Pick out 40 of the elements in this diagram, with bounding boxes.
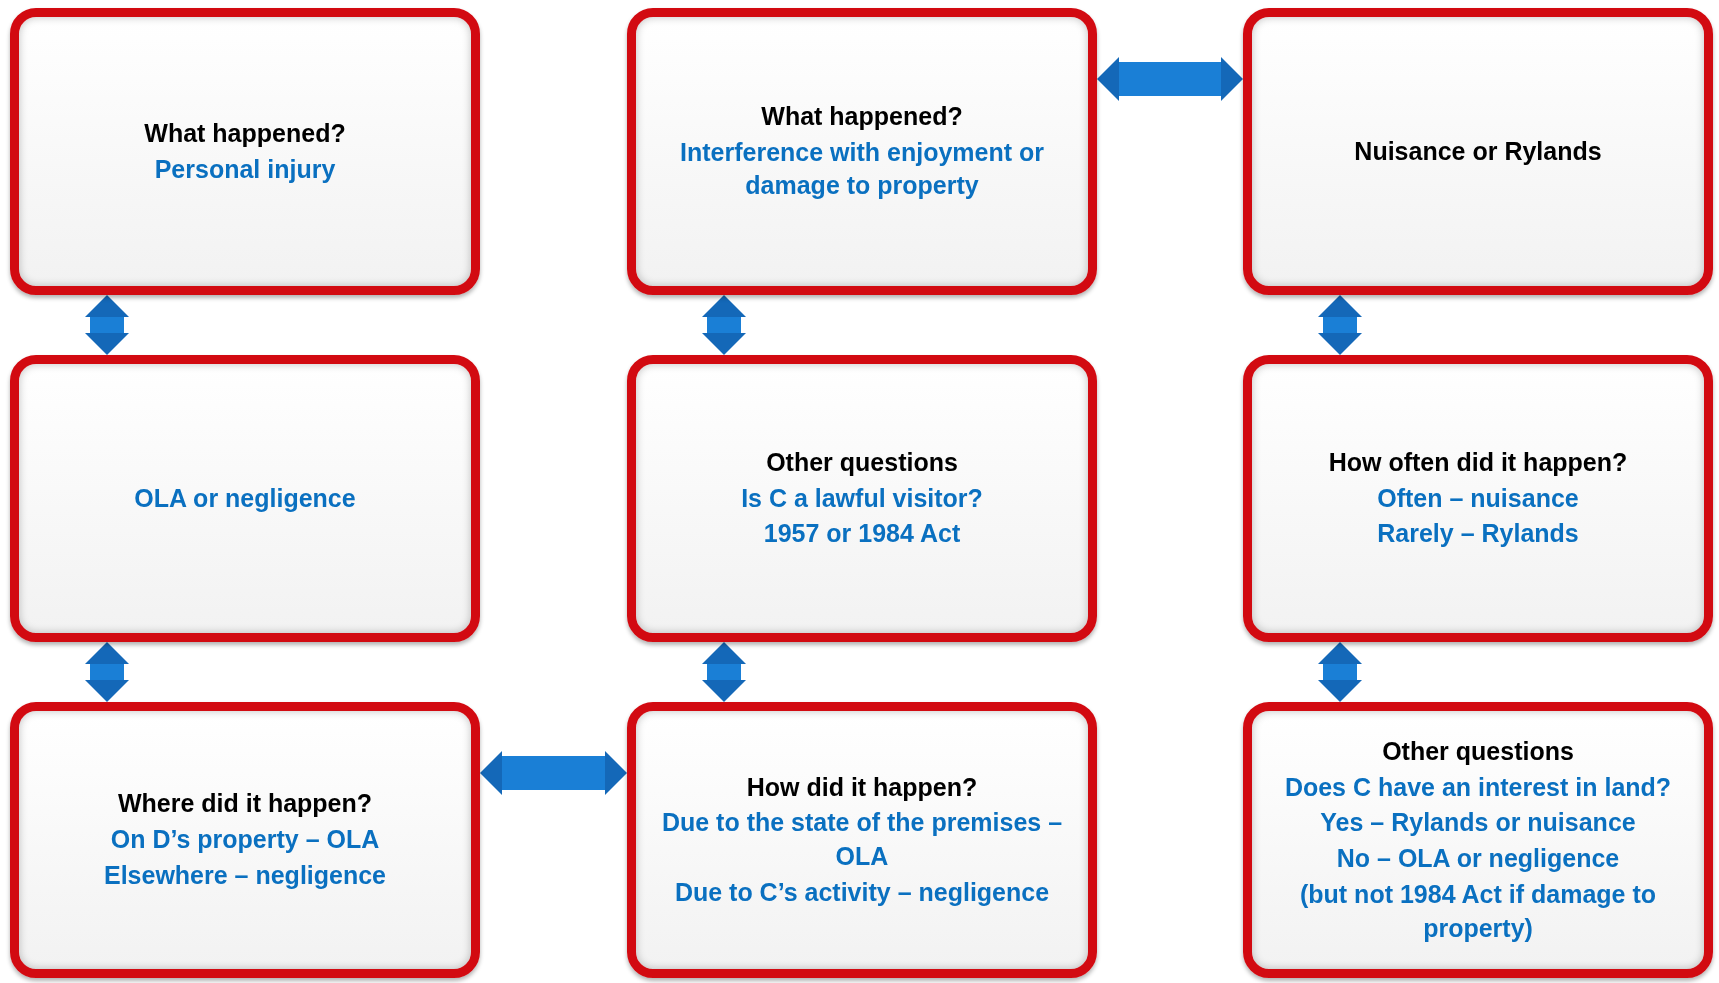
double-arrow [702, 642, 746, 702]
rounded-box [627, 355, 1097, 642]
box-heading: How often did it happen? [1328, 446, 1628, 478]
double-arrow [702, 295, 746, 355]
double-arrow [1097, 57, 1243, 101]
double-arrow [85, 642, 129, 702]
box-heading: Nuisance or Rylands [1354, 135, 1602, 167]
box-text: Due to the state of the premises – OLA [660, 807, 1064, 872]
box-text: 1957 or 1984 Act [763, 518, 961, 550]
rounded-box [627, 702, 1097, 978]
box-text: On D’s property – OLA [110, 824, 380, 856]
rounded-box [10, 702, 480, 978]
rounded-box [10, 355, 480, 642]
box-text: Elsewhere – negligence [103, 859, 387, 891]
double-arrow [480, 751, 627, 795]
box-text: Is C a lawful visitor? [741, 482, 983, 514]
box-text: Often – nuisance [1377, 482, 1579, 514]
box-heading: Other questions [766, 446, 958, 478]
box-heading: Other questions [1382, 735, 1574, 767]
box-text: Does C have an interest in land? [1284, 771, 1672, 803]
box-text: Yes – Rylands or nuisance [1320, 807, 1636, 839]
double-arrow [1318, 642, 1362, 702]
box-text: (but not 1984 Act if damage to property) [1298, 878, 1658, 944]
box-text: No – OLA or negligence [1336, 843, 1620, 874]
box-text: Due to C’s activity – negligence [674, 876, 1050, 908]
rounded-box [1243, 702, 1713, 978]
rounded-box [10, 8, 480, 295]
box-text: Personal injury [154, 153, 336, 185]
rounded-box [1243, 8, 1713, 295]
box-text: Interference with enjoyment or damage to property [679, 136, 1045, 202]
rounded-box [627, 8, 1097, 295]
box-heading: Where did it happen? [117, 788, 373, 820]
box-heading: How did it happen? [746, 771, 978, 803]
box-text: Rarely – Rylands [1377, 518, 1579, 550]
box-text: OLA or negligence [134, 482, 356, 514]
box-heading: What happened? [761, 100, 963, 132]
double-arrow [85, 295, 129, 355]
rounded-box [1243, 355, 1713, 642]
double-arrow [1318, 295, 1362, 355]
box-heading: What happened? [144, 117, 346, 149]
